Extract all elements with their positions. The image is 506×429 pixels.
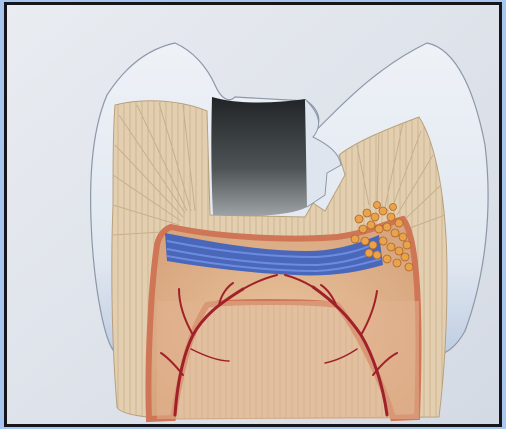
diagram-frame xyxy=(4,2,502,427)
carious-cavity xyxy=(211,97,307,216)
pulp-lower xyxy=(157,301,419,419)
tooth-diagram xyxy=(7,5,499,424)
